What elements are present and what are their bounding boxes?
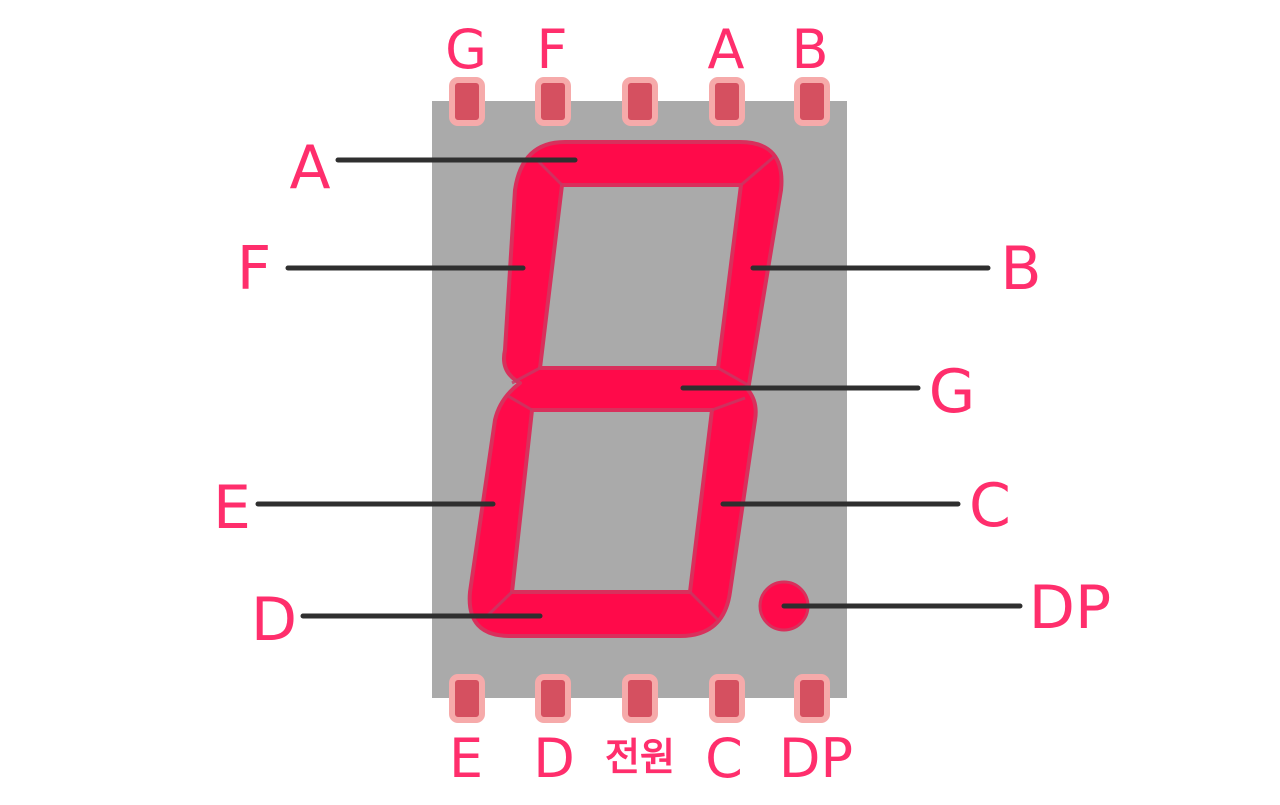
segment-label-a: A — [289, 133, 330, 203]
bottom-pin-4 — [709, 674, 745, 723]
top-pin-1 — [449, 77, 485, 126]
bottom-pin-label-5: DP — [779, 727, 853, 790]
segment-label-d: D — [251, 585, 297, 655]
leader-lines — [255, 157, 1023, 619]
bottom-pin-label-4: C — [705, 727, 743, 790]
top-pin-4 — [709, 77, 745, 126]
top-pin-label-2: F — [536, 18, 567, 81]
top-pin-5 — [794, 77, 830, 126]
segment-label-e: E — [213, 473, 251, 543]
top-pin-label-1: G — [445, 18, 487, 81]
bottom-pin-label-1: E — [449, 727, 483, 790]
segment-label-b: B — [1000, 234, 1041, 304]
bottom-pin-5 — [794, 674, 830, 723]
bottom-pin-1 — [449, 674, 485, 723]
segment-label-dp: DP — [1029, 573, 1111, 643]
bottom-pin-2 — [535, 674, 571, 723]
segment-label-g: G — [929, 357, 976, 427]
top-pin-label-4: A — [708, 18, 745, 81]
segment-labels: A F B G E C D DP — [213, 133, 1111, 655]
top-pin-3 — [622, 77, 658, 126]
top-pin-labels: G F A B — [445, 18, 828, 81]
top-pin-label-5: B — [791, 18, 828, 81]
bottom-pin-labels: E D 전원 C DP — [449, 727, 853, 790]
segment-label-f: F — [237, 234, 272, 304]
bottom-pin-label-3: 전원 — [605, 735, 675, 779]
top-pin-row — [449, 77, 830, 126]
bottom-pin-row — [449, 674, 830, 723]
bottom-pin-3 — [622, 674, 658, 723]
segment-label-c: C — [969, 471, 1011, 541]
bottom-pin-label-2: D — [533, 727, 575, 790]
top-pin-2 — [535, 77, 571, 126]
